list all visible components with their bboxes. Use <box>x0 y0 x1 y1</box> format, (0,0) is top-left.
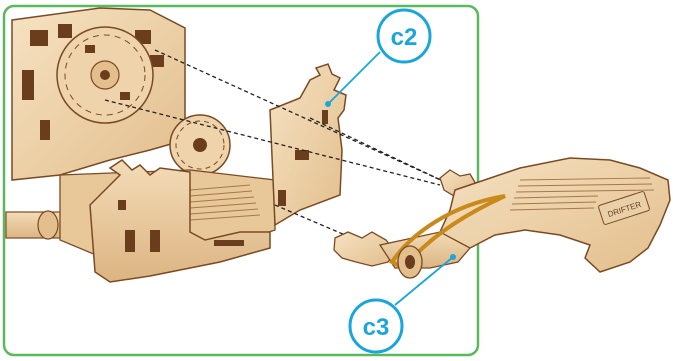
wall-slot <box>118 200 126 210</box>
callout-c3: c3 <box>350 300 402 352</box>
wall-slot <box>125 230 135 252</box>
frame-window <box>58 24 72 38</box>
axle-end <box>38 211 58 239</box>
wall-slot <box>322 110 328 124</box>
pivot-pin <box>398 246 422 278</box>
frame-window <box>30 30 48 46</box>
frame-window <box>22 70 34 100</box>
callout-c2-dot <box>325 101 331 107</box>
wall-slot <box>295 150 309 160</box>
wall-slot <box>150 230 160 252</box>
small-gear <box>170 115 230 175</box>
wall-slot <box>278 190 286 206</box>
callout-c2-label: c2 <box>391 24 418 51</box>
callout-c3-label: c3 <box>363 314 390 341</box>
frame-window <box>40 120 50 140</box>
callout-c3-dot <box>450 254 456 260</box>
wall-slot <box>214 240 244 246</box>
large-gear <box>57 27 153 123</box>
callout-c2: c2 <box>378 10 430 62</box>
